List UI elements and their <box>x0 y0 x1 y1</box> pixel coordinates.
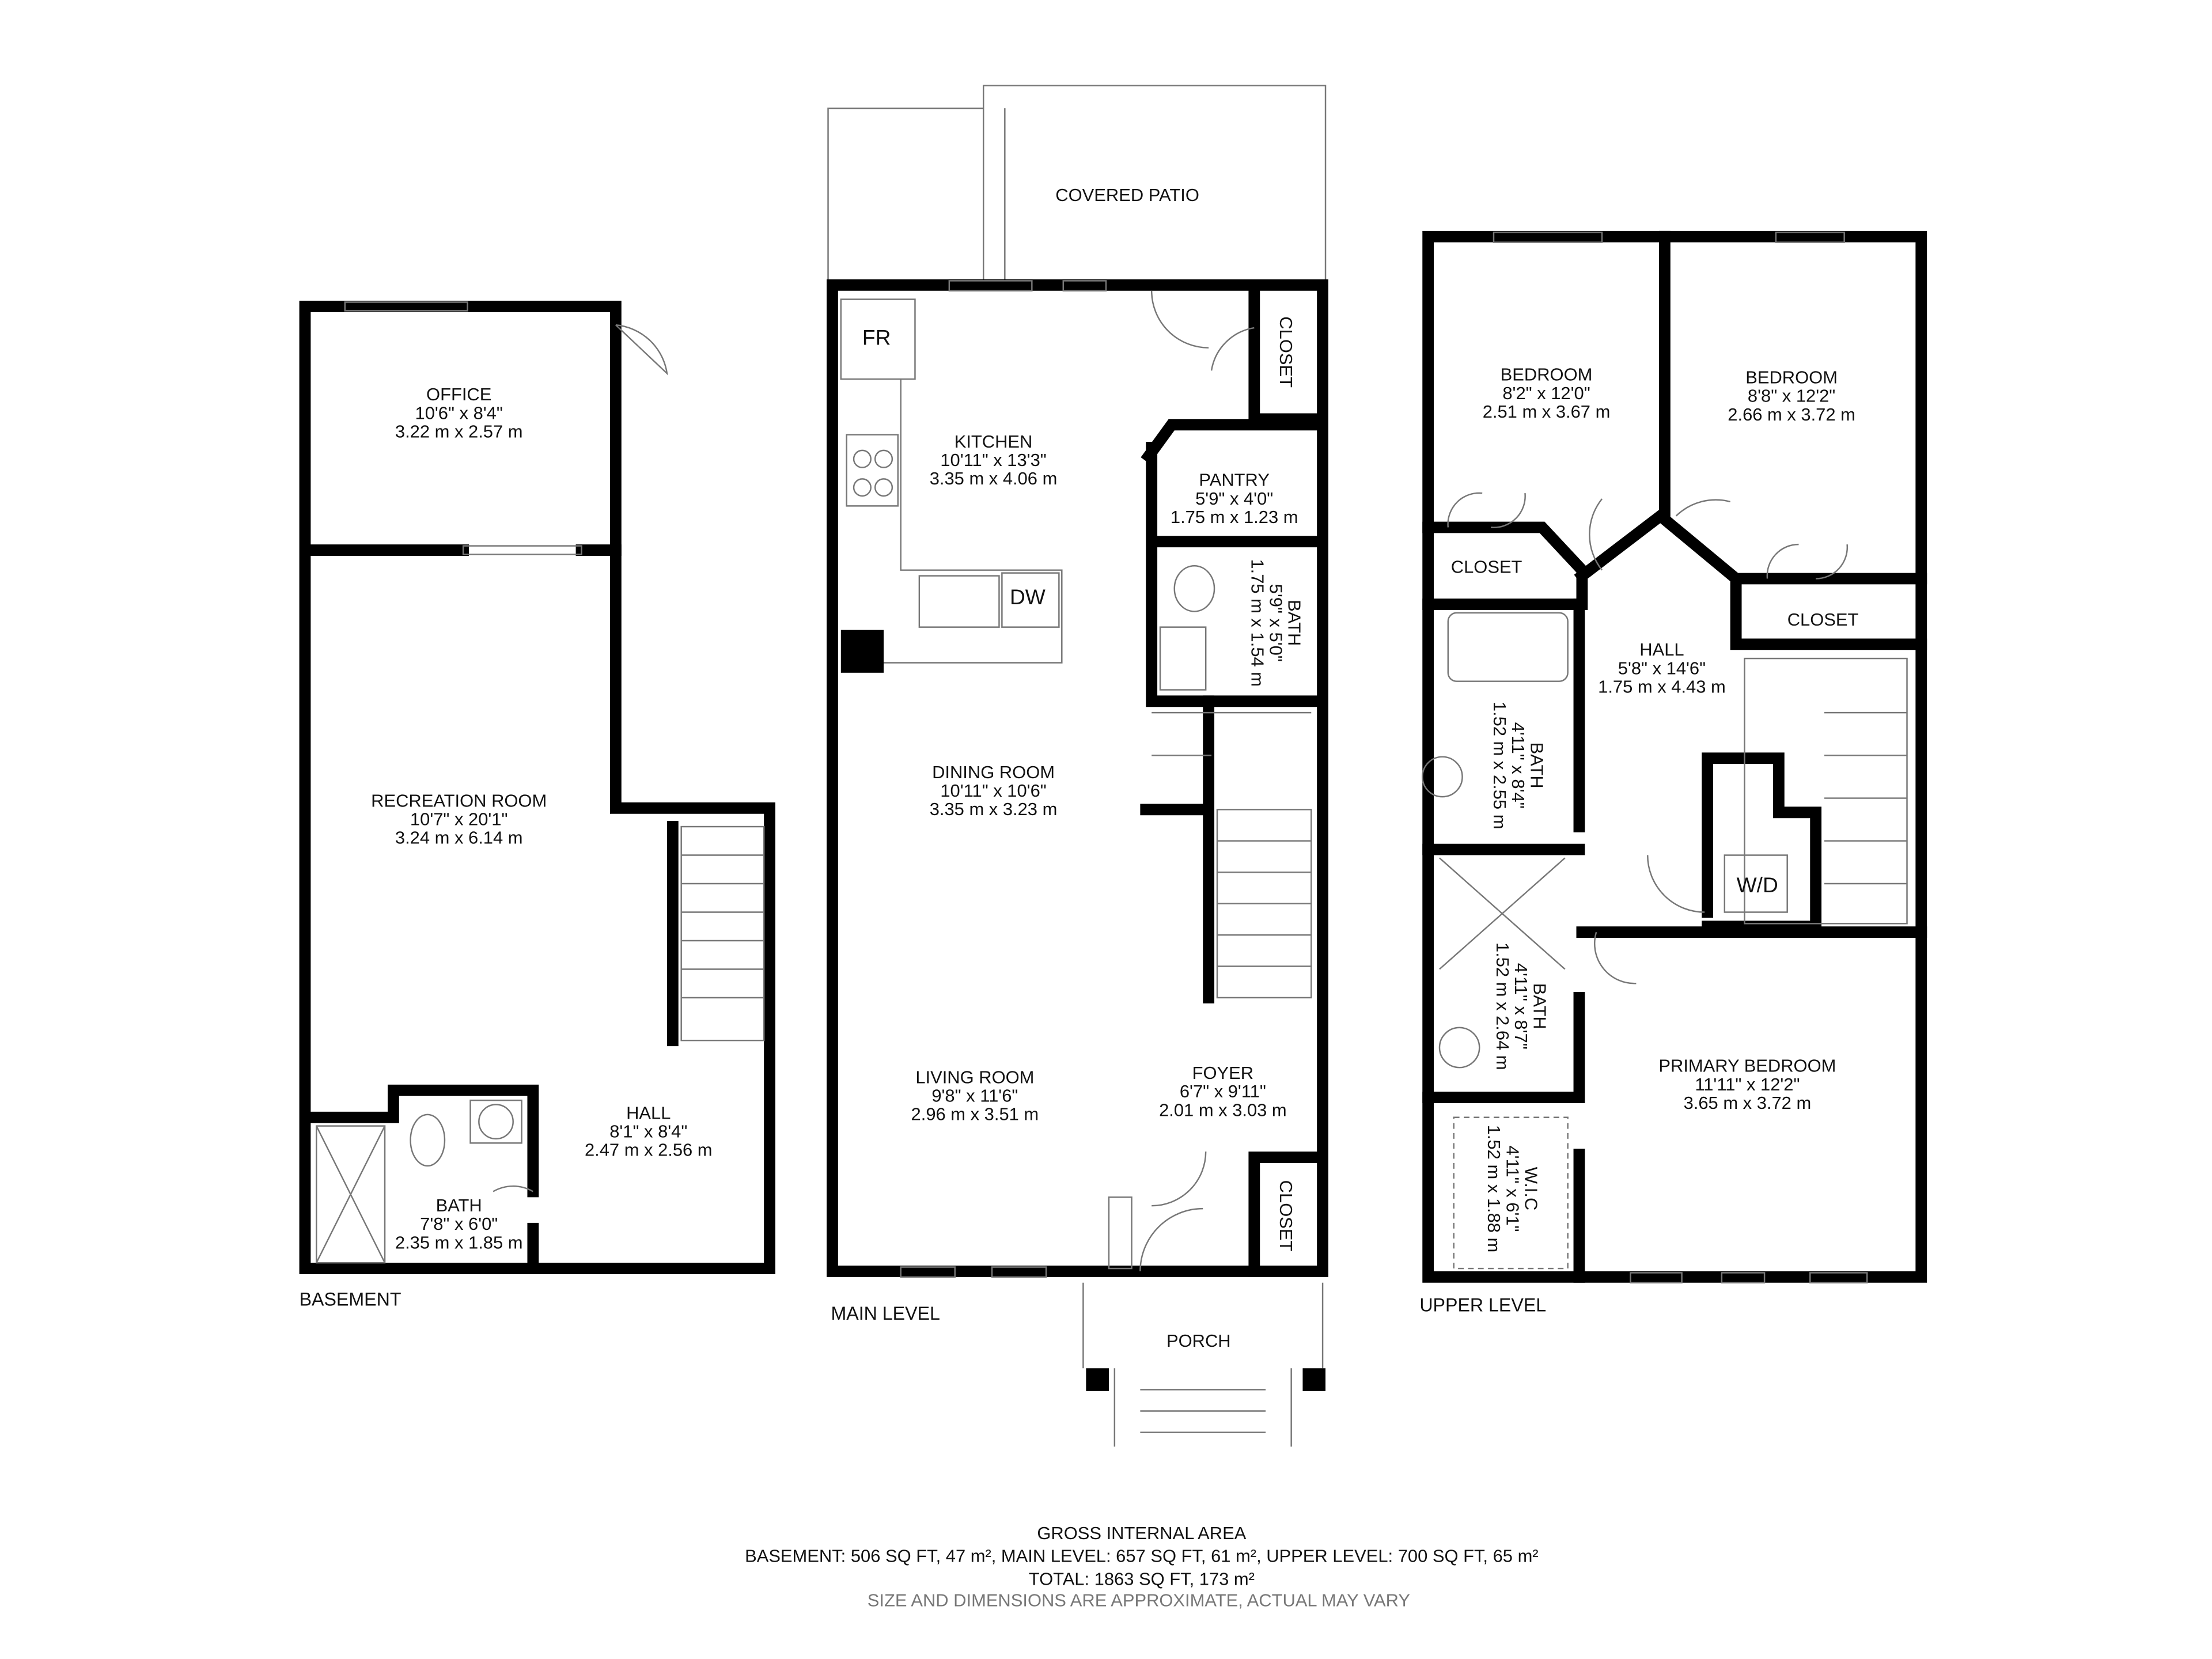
room-dimensions: 5'9" x 4'0" <box>1195 488 1273 509</box>
room-name: LIVING ROOM <box>915 1067 1034 1087</box>
room-dimensions-metric: 3.22 m x 2.57 m <box>395 422 523 442</box>
room-dimensions-metric: 3.24 m x 6.14 m <box>395 828 523 848</box>
room-dimensions-metric: 1.75 m x 1.54 m <box>1247 559 1267 687</box>
room-dimensions: 8'8" x 12'2" <box>1748 386 1835 406</box>
room-name: FOYER <box>1192 1063 1253 1083</box>
fridge-label: FR <box>862 325 891 350</box>
area-summary: GROSS INTERNAL AREA BASEMENT: 506 SQ FT,… <box>745 1523 1539 1610</box>
room-dimensions: 10'11" x 13'3" <box>940 450 1046 470</box>
room-dimensions-metric: 2.01 m x 3.03 m <box>1159 1100 1287 1120</box>
room-dimensions-metric: 1.75 m x 4.43 m <box>1598 676 1726 696</box>
main-level-plan: COVERED PATIO FR DW KITCHEN 10'11" x 13'… <box>827 85 1328 1447</box>
disclaimer: SIZE AND DIMENSIONS ARE APPROXIMATE, ACT… <box>868 1590 1410 1610</box>
room-dimensions: 4'11" x 8'7" <box>1511 963 1531 1050</box>
room-name: PANTRY <box>1199 470 1270 490</box>
room-name: W.I.C <box>1521 1167 1541 1211</box>
room-dimensions-metric: 3.35 m x 4.06 m <box>930 468 1058 488</box>
room-dimensions-metric: 3.65 m x 3.72 m <box>1684 1093 1812 1113</box>
room-dimensions-metric: 1.75 m x 1.23 m <box>1171 507 1298 527</box>
room-dimensions: 10'7" x 20'1" <box>410 809 508 830</box>
dishwasher-label: DW <box>1010 585 1046 609</box>
washer-dryer-label: W/D <box>1737 873 1778 897</box>
room-name: PORCH <box>1166 1331 1231 1351</box>
room-name: CLOSET <box>1787 609 1859 630</box>
room-dimensions: 4'11" x 6'1" <box>1502 1145 1522 1232</box>
room-dimensions: 11'11" x 12'2" <box>1695 1074 1800 1094</box>
room-dimensions: 6'7" x 9'11" <box>1180 1081 1266 1101</box>
room-dimensions: 5'9" x 5'0" <box>1266 584 1286 662</box>
room-dimensions-metric: 3.35 m x 3.23 m <box>930 799 1058 819</box>
room-dimensions: 9'8" x 11'6" <box>931 1086 1018 1106</box>
level-label: UPPER LEVEL <box>1419 1294 1546 1315</box>
summary-title: GROSS INTERNAL AREA <box>1037 1523 1246 1543</box>
room-dimensions: 4'11" x 8'4" <box>1508 722 1528 809</box>
level-label: MAIN LEVEL <box>831 1303 940 1324</box>
room-name: OFFICE <box>426 384 491 404</box>
room-dimensions-metric: 2.96 m x 3.51 m <box>911 1104 1039 1124</box>
upper-level-plan: BEDROOM 8'2" x 12'0" 2.51 m x 3.67 m BED… <box>1419 230 1927 1315</box>
room-name: HALL <box>626 1103 671 1123</box>
room-name: CLOSET <box>1276 316 1296 388</box>
summary-total: TOTAL: 1863 SQ FT, 173 m² <box>1029 1569 1255 1589</box>
room-name: KITCHEN <box>955 431 1033 452</box>
summary-areas: BASEMENT: 506 SQ FT, 47 m², MAIN LEVEL: … <box>745 1546 1539 1566</box>
room-name: BATH <box>1529 983 1550 1029</box>
room-name: BATH <box>1527 743 1547 789</box>
room-name: BATH <box>1285 600 1305 646</box>
room-name: CLOSET <box>1276 1180 1296 1252</box>
room-dimensions-metric: 2.35 m x 1.85 m <box>395 1232 523 1252</box>
room-name: DINING ROOM <box>932 762 1055 782</box>
room-name: BEDROOM <box>1501 365 1593 385</box>
room-dimensions: 7'8" x 6'0" <box>420 1214 498 1234</box>
level-label: BASEMENT <box>300 1289 402 1309</box>
room-dimensions-metric: 1.52 m x 1.88 m <box>1484 1125 1504 1253</box>
room-name: BATH <box>436 1195 482 1215</box>
room-dimensions-metric: 1.52 m x 2.55 m <box>1490 702 1510 830</box>
room-dimensions: 10'11" x 10'6" <box>940 781 1046 801</box>
room-dimensions: 5'8" x 14'6" <box>1618 658 1706 678</box>
room-dimensions-metric: 2.51 m x 3.67 m <box>1483 402 1611 422</box>
room-name: COVERED PATIO <box>1055 185 1199 205</box>
room-dimensions-metric: 2.66 m x 3.72 m <box>1728 404 1855 425</box>
room-dimensions: 8'2" x 12'0" <box>1502 383 1590 403</box>
room-dimensions: 10'6" x 8'4" <box>415 403 503 423</box>
basement-plan: OFFICE 10'6" x 8'4" 3.22 m x 2.57 m RECR… <box>300 301 775 1309</box>
room-name: RECREATION ROOM <box>371 790 547 810</box>
room-dimensions: 8'1" x 8'4" <box>609 1121 687 1141</box>
room-name: PRIMARY BEDROOM <box>1658 1056 1836 1076</box>
room-name: BEDROOM <box>1745 368 1838 388</box>
room-dimensions-metric: 2.47 m x 2.56 m <box>585 1140 713 1160</box>
room-name: HALL <box>1639 639 1684 660</box>
room-name: CLOSET <box>1451 557 1522 577</box>
room-dimensions-metric: 1.52 m x 2.64 m <box>1493 942 1513 1070</box>
